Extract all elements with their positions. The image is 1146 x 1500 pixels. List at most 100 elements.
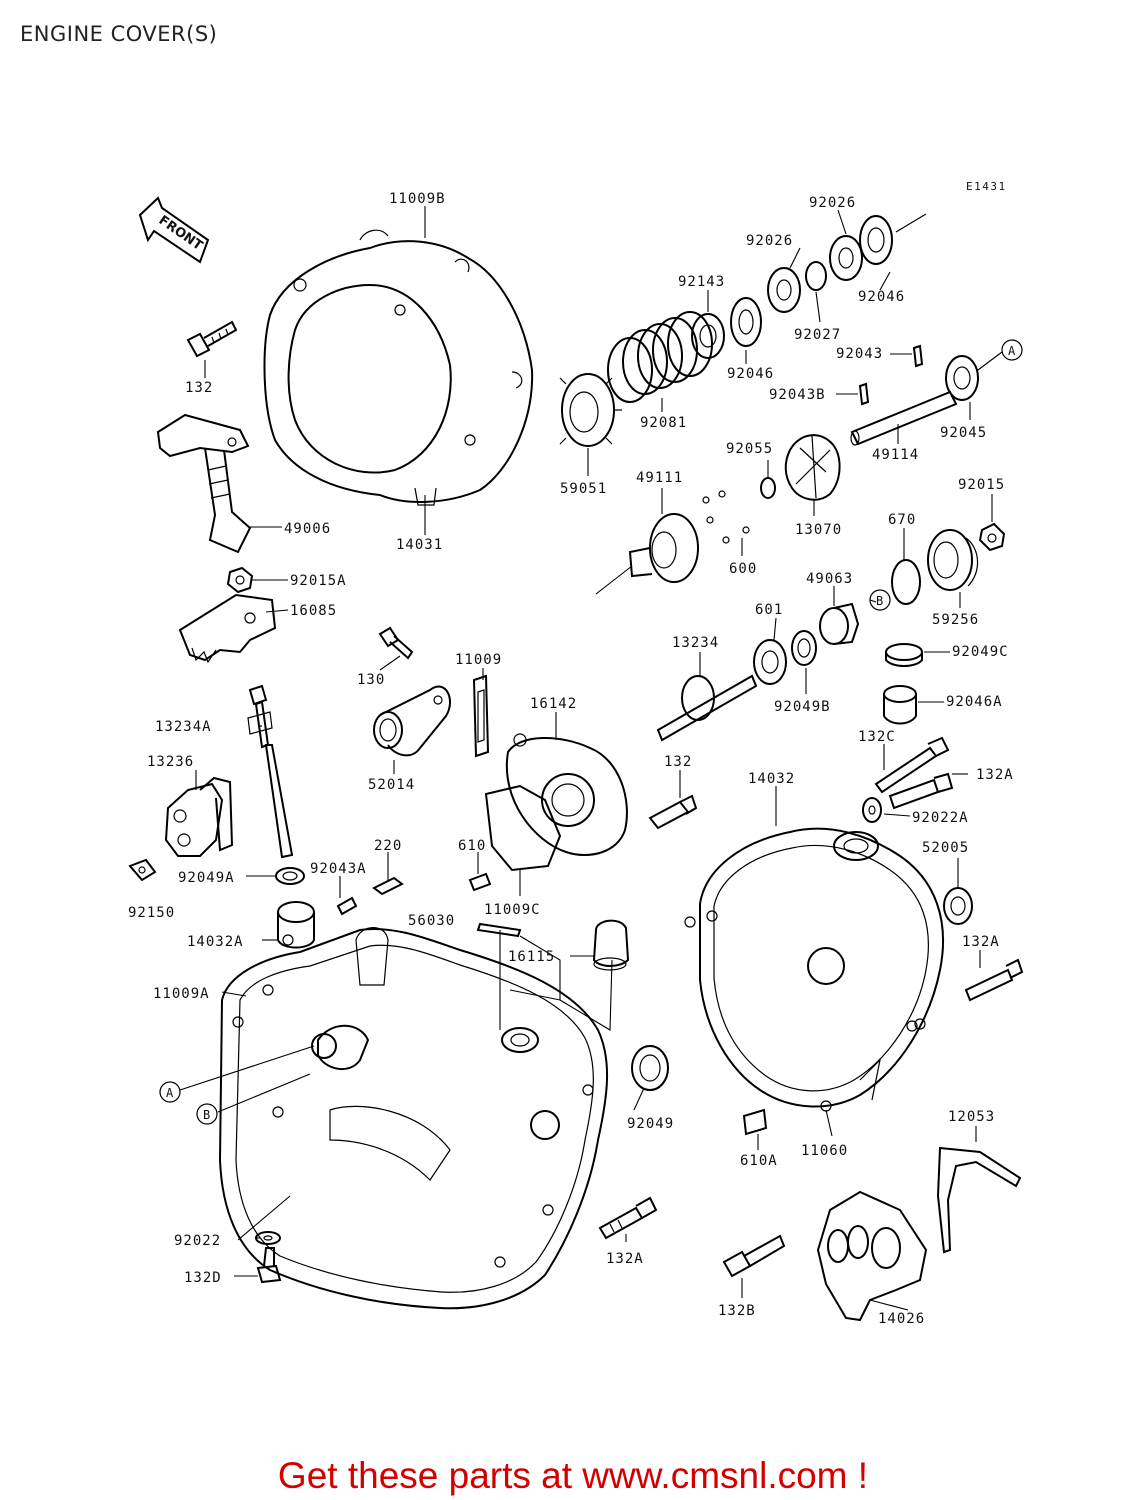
pin-92043-drawing	[912, 344, 924, 368]
gasket-11009c-drawing	[484, 784, 562, 872]
label-59256: 59256	[932, 612, 979, 628]
gear-59051-drawing	[559, 373, 622, 447]
gasket-11009-drawing	[472, 674, 490, 758]
shaft-49111-drawing	[595, 490, 750, 595]
label-132A-mid: 132A	[962, 934, 1000, 950]
label-600: 600	[729, 561, 757, 577]
label-670: 670	[888, 512, 916, 528]
label-92022: 92022	[174, 1233, 221, 1249]
bolt-132a-lower-drawing	[598, 1196, 658, 1240]
label-49114: 49114	[872, 447, 919, 463]
callout-b-top: B	[869, 589, 891, 611]
callout-a-top: A	[977, 339, 1023, 371]
label-92043B: 92043B	[769, 387, 826, 403]
washer-92046-drawing	[730, 297, 762, 347]
bolt-92150-drawing	[128, 858, 157, 882]
circlip-92027-drawing	[805, 261, 827, 291]
label-16085: 16085	[290, 603, 337, 619]
label-16142: 16142	[530, 696, 577, 712]
label-130: 130	[357, 672, 385, 688]
right-crankcase-cover-drawing	[218, 927, 609, 1310]
svg-text:A: A	[1008, 344, 1016, 358]
circlip-92055-drawing	[760, 477, 776, 499]
pump-body-16142-drawing	[505, 733, 628, 856]
impeller-59256-drawing	[927, 529, 979, 591]
footer-link-text[interactable]: Get these parts at www.cmsnl.com !	[277, 1455, 869, 1496]
plug-14032a-drawing	[277, 901, 315, 949]
lever-13236-drawing	[164, 776, 234, 857]
bracket-12053-drawing	[936, 1146, 1022, 1254]
bearing-601-drawing	[753, 639, 787, 685]
bearing-92045-drawing	[945, 355, 979, 401]
seal-92049c-drawing	[885, 643, 923, 667]
label-11009C: 11009C	[484, 902, 541, 918]
spring-92081-drawing	[607, 311, 713, 403]
label-11009: 11009	[455, 652, 502, 668]
label-14031: 14031	[396, 537, 443, 553]
seal-92049-drawing	[631, 1045, 669, 1091]
washer-92143-drawing	[691, 313, 725, 359]
label-11009A: 11009A	[153, 986, 210, 1002]
label-92049B: 92049B	[774, 699, 831, 715]
washer-92026-a-drawing	[767, 267, 801, 313]
svg-text:B: B	[203, 1108, 210, 1122]
svg-text:A: A	[166, 1086, 174, 1100]
label-56030: 56030	[408, 913, 455, 929]
bolt-132-drawing	[186, 320, 238, 358]
bolt-132-pump-drawing	[648, 794, 698, 830]
dowel-92043a-drawing	[336, 896, 358, 916]
pin-92043b-drawing	[858, 382, 870, 406]
label-92043: 92043	[836, 346, 883, 362]
diagram-code: E1431	[966, 180, 1007, 193]
bolt-132b-drawing	[722, 1234, 786, 1278]
bearing-92046a-drawing	[883, 685, 917, 725]
label-14026: 14026	[878, 1311, 925, 1327]
label-92143: 92143	[678, 274, 725, 290]
label-92046: 92046	[727, 366, 774, 382]
label-59051: 59051	[560, 481, 607, 497]
bolt-132a-right-drawing	[888, 772, 954, 810]
kick-lever-drawing	[156, 413, 252, 554]
leader-lines	[179, 206, 993, 1311]
label-49006: 49006	[284, 521, 331, 537]
label-12053: 12053	[948, 1109, 995, 1125]
seal-92049a-drawing	[275, 867, 305, 885]
label-132C: 132C	[858, 729, 896, 745]
bolt-132a-mid-drawing	[964, 958, 1024, 1002]
washer-92026-b-drawing	[829, 235, 863, 281]
label-13234: 13234	[672, 635, 719, 651]
label-92026-a: 92026	[809, 195, 856, 211]
label-132: 132	[185, 380, 213, 396]
label-92046-top: 92046	[858, 289, 905, 305]
label-14032A: 14032A	[187, 934, 244, 950]
callout-b-bottom: B	[196, 1103, 218, 1125]
seal-52005-drawing	[943, 887, 973, 925]
impeller-13070-drawing	[784, 434, 841, 501]
washer-92046-top-drawing	[859, 213, 927, 265]
label-92026-b: 92026	[746, 233, 793, 249]
label-220: 220	[374, 838, 402, 854]
left-cover-14032-drawing	[684, 827, 944, 1112]
collar-49063-drawing	[819, 602, 860, 645]
label-49111: 49111	[636, 470, 683, 486]
pin-56030-drawing	[476, 922, 522, 938]
guard-14026-drawing	[816, 1190, 928, 1322]
label-132D: 132D	[184, 1270, 222, 1286]
label-13070: 13070	[795, 522, 842, 538]
bolt-132d-drawing	[256, 1247, 282, 1284]
label-16115: 16115	[508, 949, 555, 965]
oring-670-drawing	[891, 559, 921, 605]
label-52005: 52005	[922, 840, 969, 856]
label-92022A: 92022A	[912, 810, 969, 826]
label-92049C: 92049C	[952, 644, 1009, 660]
dowel-610a-drawing	[742, 1108, 768, 1136]
label-92049A: 92049A	[178, 870, 235, 886]
bolt-220-drawing	[372, 876, 404, 896]
label-92015A: 92015A	[290, 573, 347, 589]
washer-92022a-drawing	[862, 797, 882, 823]
nut-92015-drawing	[978, 522, 1006, 552]
clutch-cover-drawing	[263, 229, 534, 506]
label-92150: 92150	[128, 905, 175, 921]
label-13234A: 13234A	[155, 719, 212, 735]
